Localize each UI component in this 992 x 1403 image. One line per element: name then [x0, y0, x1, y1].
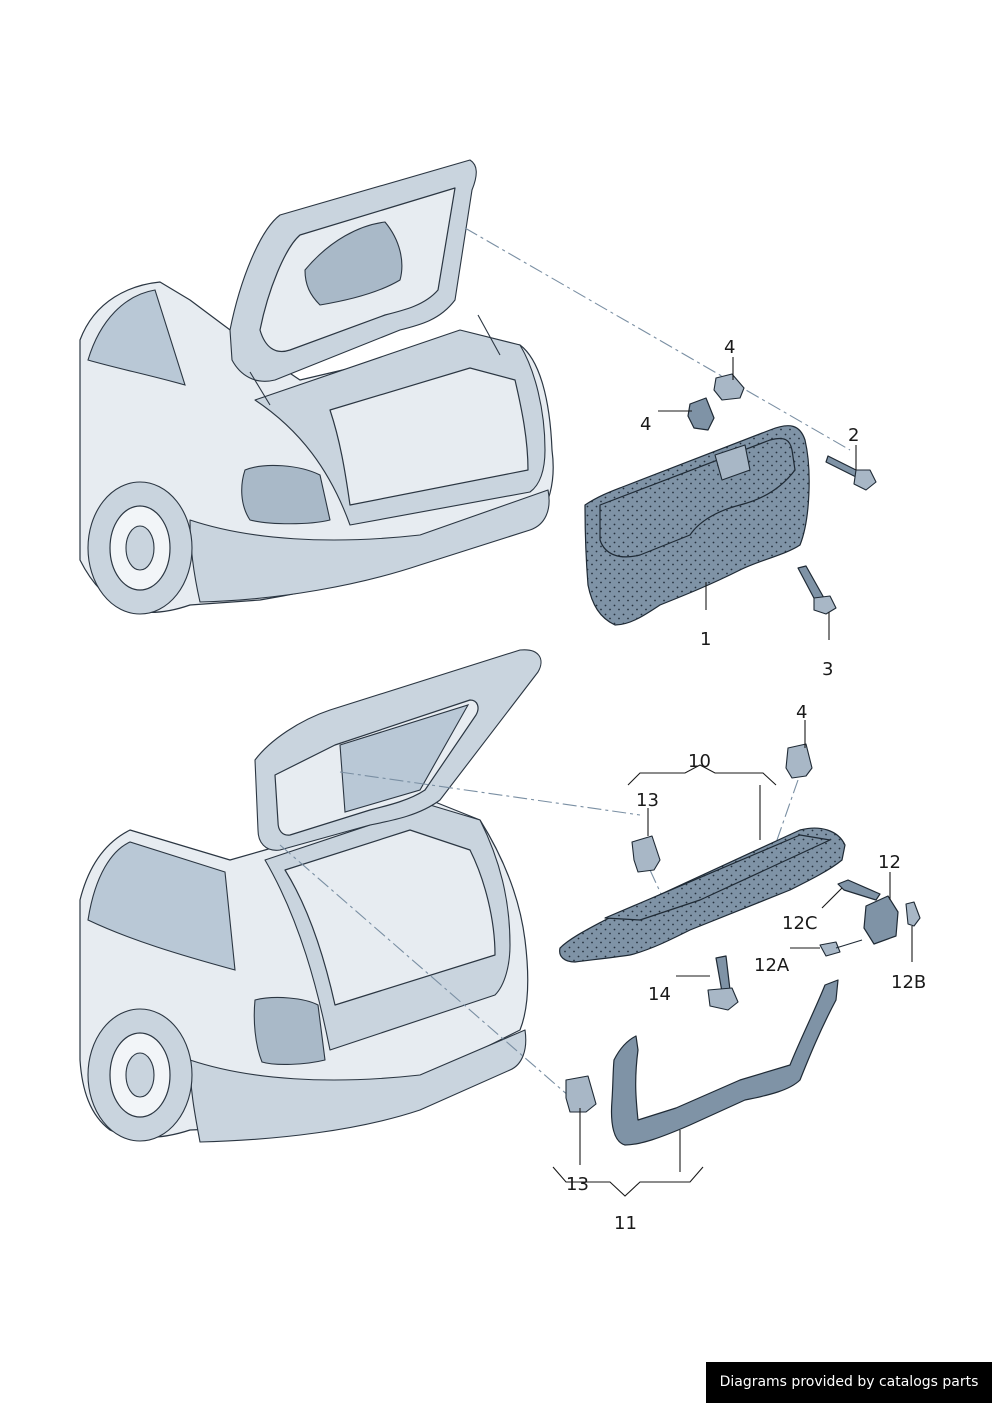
- wagon-illustration: [79, 649, 542, 1143]
- part-14-screw: [707, 955, 739, 1011]
- part-4-clip-lower: [785, 743, 813, 779]
- part-1-trunk-lid-trim: [584, 425, 810, 626]
- part-11-sill-trim: [610, 979, 839, 1146]
- label-part-12a: 12A: [754, 955, 790, 976]
- part-13-clip-lower: [565, 1075, 597, 1113]
- label-part-4-top: 4: [724, 337, 735, 358]
- label-part-14: 14: [648, 984, 671, 1005]
- label-part-12b: 12B: [891, 972, 926, 993]
- sedan-illustration: [79, 159, 554, 615]
- label-part-4-left: 4: [640, 414, 651, 435]
- part-3-screw: [797, 565, 837, 615]
- part-10-tailgate-trim: [559, 827, 846, 963]
- label-part-3: 3: [822, 659, 833, 680]
- label-part-10: 10: [688, 751, 711, 772]
- label-part-12: 12: [878, 852, 901, 873]
- part-2-screw: [825, 455, 877, 491]
- leader-lines: [552, 357, 913, 1197]
- label-part-2: 2: [848, 425, 859, 446]
- part-13-clip-upper: [631, 835, 661, 873]
- part-4-clip-upper: [687, 373, 745, 431]
- label-part-1: 1: [700, 629, 711, 650]
- label-part-4-lower: 4: [796, 702, 807, 723]
- label-part-13-upper: 13: [636, 790, 659, 811]
- part-12-lock-cover: [819, 879, 921, 957]
- credit-banner: Diagrams provided by catalogs parts: [706, 1362, 992, 1403]
- label-part-11: 11: [614, 1213, 637, 1234]
- part-labels: 4 4 2 1 3 4 10 13 12 12C 12A 12B 14 13 1…: [566, 337, 926, 1234]
- label-part-13-lower: 13: [566, 1174, 589, 1195]
- label-part-12c: 12C: [782, 913, 817, 934]
